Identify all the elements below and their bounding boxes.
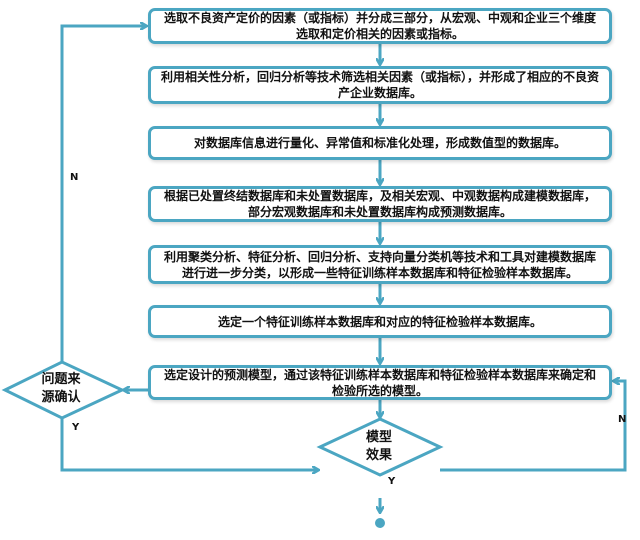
label-model-y: Y <box>388 476 396 487</box>
step-6: 选定一个特征训练样本数据库和对应的特征检验样本数据库。 <box>148 305 612 338</box>
arrow-source-y <box>60 406 318 470</box>
decision-problem-source <box>1 360 126 420</box>
end-node <box>373 516 387 530</box>
label-source-y: Y <box>72 422 80 433</box>
step-1: 选取不良资产定价的因素（或指标）并分成三部分，从宏观、中观和企业三个维度选取和定… <box>148 8 612 44</box>
label-model-n: N <box>618 414 627 425</box>
step-4: 根据已处置终结数据库和未处置数据库，及相关宏观、中观数据构成建模数据库，部分宏观… <box>148 186 612 222</box>
arrow-model-n <box>440 381 627 472</box>
step-3: 对数据库信息进行量化、异常值和标准化处理，形成数值型的数据库。 <box>148 126 612 160</box>
label-loop-n: N <box>70 172 79 183</box>
decision-model-effect <box>316 417 444 477</box>
step-5: 利用聚类分析、特征分析、回归分析、支持向量分类机等技术和工具对建模数据库进行进一… <box>148 245 612 284</box>
step-7: 选定设计的预测模型，通过该特征训练样本数据库和特征检验样本数据库来确定和检验所选… <box>148 365 612 400</box>
step-2: 利用相关性分析，回归分析等技术筛选相关因素（或指标），并形成了相应的不良资产企业… <box>148 66 612 104</box>
decision-problem-source-label: 问题来源确认 <box>41 372 81 405</box>
decision-model-effect-label: 模型效果 <box>365 430 392 463</box>
arrow-source-loop-n <box>60 26 146 366</box>
